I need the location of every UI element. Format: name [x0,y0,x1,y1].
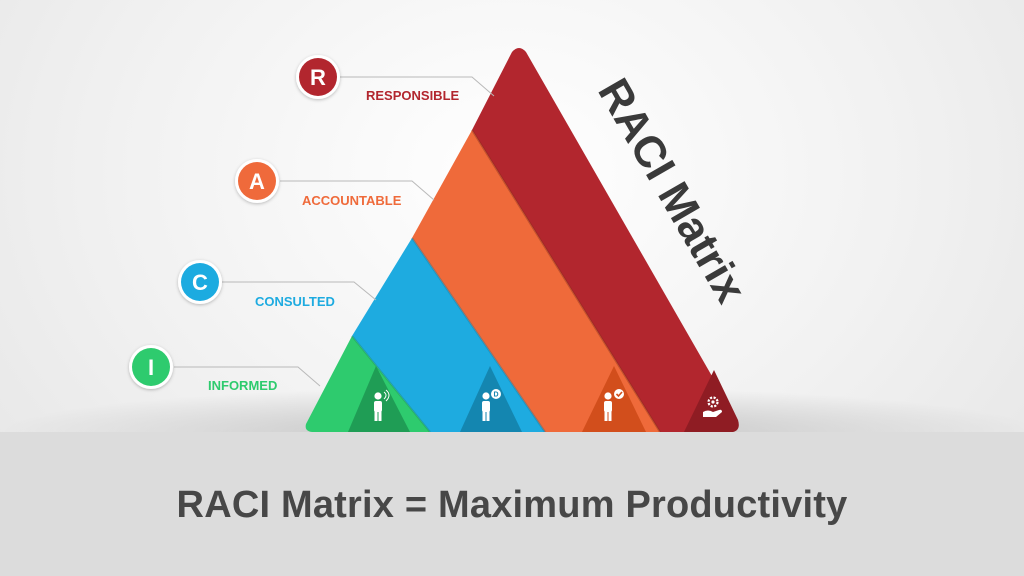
footer-banner: RACI Matrix = Maximum Productivity [0,432,1024,576]
badge-informed [129,345,173,389]
band-accountable [412,130,660,432]
label-consulted: CONSULTED [255,294,335,309]
letter-accountable: A [249,169,265,194]
hand-gear-icon [703,396,722,417]
raci-pyramid: D R A [0,48,1024,478]
person-chat-icon: D [482,389,501,421]
band-edge [411,237,546,433]
badge-consulted [178,260,222,304]
band-responsible [472,48,738,432]
cap-responsible [684,370,739,432]
label-informed: INFORMED [208,378,277,393]
leader-line-consulted [222,281,377,301]
leader-line-accountable [280,180,435,201]
badge-accountable [235,159,279,203]
svg-text:D: D [493,392,498,399]
person-talk-icon [374,389,390,421]
leader-line-informed [174,366,321,387]
raci-diagram: D R A [0,48,1024,478]
cap-consulted [460,366,522,432]
badge-responsible [296,55,340,99]
band-informed [305,336,430,432]
letter-consulted: C [192,270,208,295]
leader-line-responsible [340,76,495,97]
letter-responsible: R [310,65,326,90]
footer-tagline: RACI Matrix = Maximum Productivity [176,483,848,526]
leader-lines [174,76,495,387]
band-edge [471,129,661,433]
letter-informed: I [148,355,154,380]
label-accountable: ACCOUNTABLE [302,193,402,208]
cap-accountable [582,366,646,432]
label-responsible: RESPONSIBLE [366,88,460,103]
person-check-icon [604,389,624,421]
band-edge [351,335,431,433]
